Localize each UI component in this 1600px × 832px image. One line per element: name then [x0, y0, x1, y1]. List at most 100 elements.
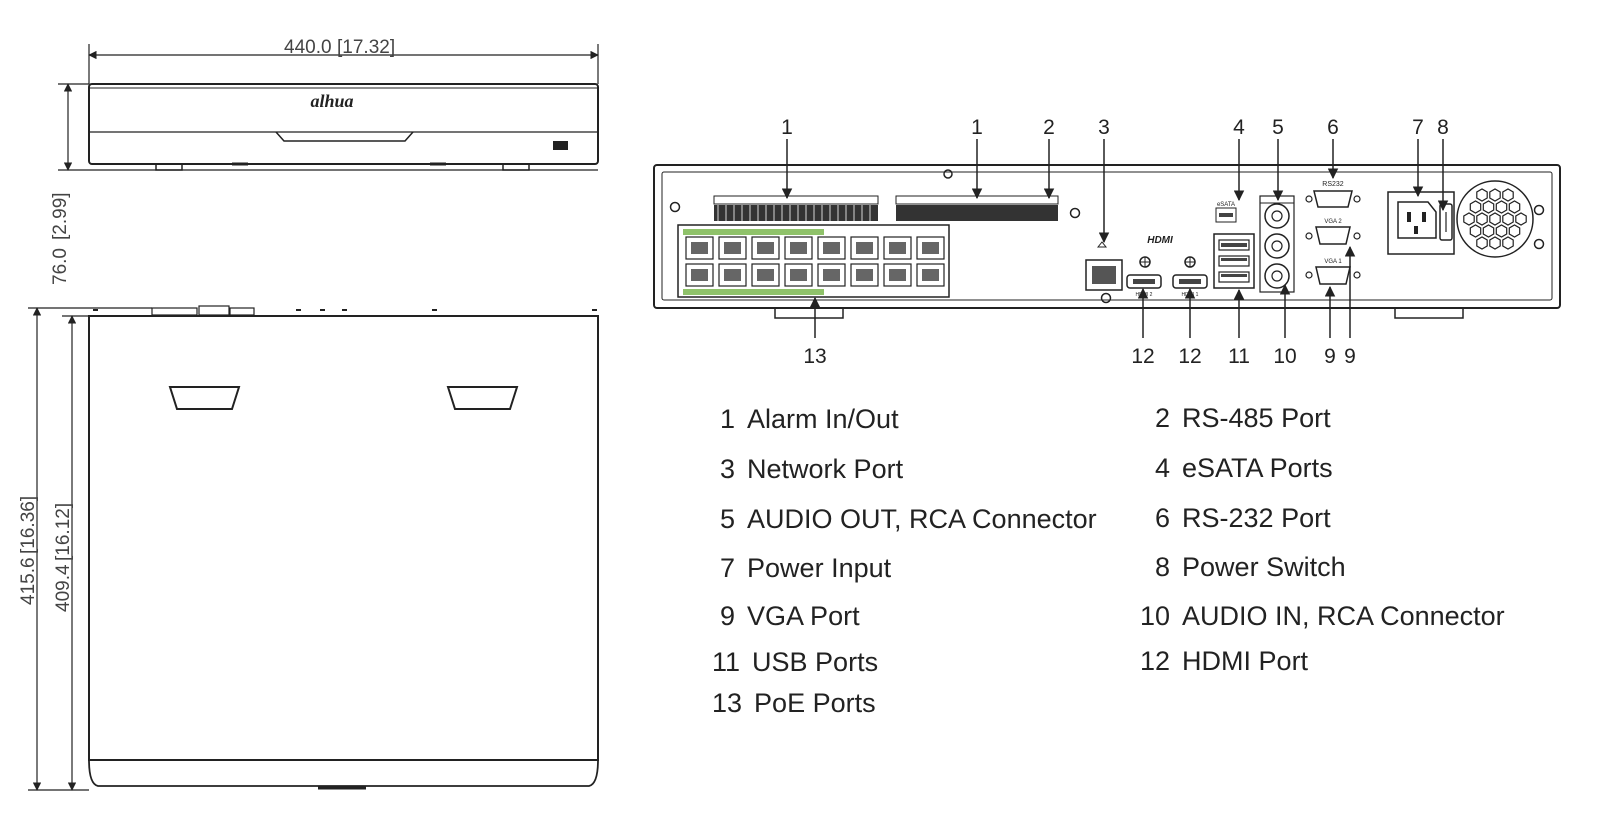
- callout-top-6: 6: [1327, 116, 1339, 139]
- legend-label: AUDIO OUT, RCA Connector: [747, 504, 1097, 534]
- callout-top-7: 7: [1412, 116, 1424, 139]
- fan-hex-cell: [1476, 188, 1488, 202]
- front-view: [58, 44, 599, 171]
- legend-num: 2: [1155, 403, 1171, 433]
- poe-port: [685, 236, 714, 260]
- callout-lines: [781, 139, 1449, 338]
- vga1-label: VGA 1: [1324, 259, 1342, 265]
- fan-hex-cell: [1489, 236, 1501, 250]
- callout-top-1b: 1: [971, 116, 983, 139]
- legend-label: RS-232 Port: [1182, 503, 1331, 533]
- legend-item-13: 13 PoE Ports: [712, 690, 876, 717]
- legend-num: 3: [720, 454, 736, 484]
- depth-outer-inch-label: [16.36]: [18, 496, 39, 554]
- legend-num: 4: [1155, 453, 1171, 483]
- callout-top-5: 5: [1272, 116, 1284, 139]
- poe-port-block: [677, 224, 950, 298]
- fan-hex-cell: [1502, 236, 1514, 250]
- callout-top-1a: 1: [781, 116, 793, 139]
- legend-num: 1: [720, 404, 736, 434]
- rear-chassis: [653, 164, 1561, 309]
- depth-outer-label: 415.6: [18, 557, 39, 605]
- vga2-label: VGA 2: [1324, 219, 1342, 225]
- callout-bottom-10: 10: [1273, 345, 1296, 368]
- front-chassis: [88, 83, 599, 165]
- legend-item-10: 10 AUDIO IN, RCA Connector: [1140, 603, 1505, 630]
- height-inch-label: [2.99]: [50, 192, 71, 240]
- fan-hex-cell: [1508, 224, 1521, 238]
- rs232-label: RS232: [1322, 181, 1344, 188]
- legend-item-8: 8 Power Switch: [1155, 554, 1346, 581]
- width-inch-label: [17.32]: [337, 37, 395, 58]
- callout-top-4: 4: [1233, 116, 1245, 139]
- legend-item-7: 7 Power Input: [720, 555, 891, 582]
- vga-port-2: [1305, 226, 1361, 245]
- fan-hex-cell: [1502, 212, 1514, 226]
- esata-label: eSATA: [1217, 202, 1235, 208]
- legend-label: Network Port: [747, 454, 904, 484]
- fan-hex-cell: [1515, 212, 1527, 226]
- legend-label: Power Switch: [1182, 552, 1346, 582]
- legend-label: AUDIO IN, RCA Connector: [1182, 601, 1505, 631]
- front-handle: [275, 131, 414, 142]
- hdmi-port-1: [1172, 256, 1208, 289]
- callout-top-2: 2: [1043, 116, 1055, 139]
- network-icon: [1096, 241, 1108, 248]
- legend-label: USB Ports: [752, 647, 879, 677]
- legend-num: 8: [1155, 552, 1171, 582]
- callout-bottom-9b: 9: [1344, 345, 1356, 368]
- fan-hex-cell: [1482, 200, 1495, 214]
- rear-panel: [653, 164, 1561, 319]
- legend-num: 11: [712, 647, 741, 677]
- legend-num: 13: [712, 688, 743, 718]
- fan-hex-cell: [1508, 200, 1521, 214]
- rs232-port: [1305, 190, 1361, 208]
- poe-port: [718, 236, 747, 260]
- poe-port: [751, 263, 780, 287]
- poe-port: [784, 263, 813, 287]
- callout-bottom-12a: 12: [1131, 345, 1154, 368]
- top-chassis: [88, 315, 599, 761]
- poe-port: [883, 236, 912, 260]
- fan-hex-cell: [1476, 236, 1488, 250]
- legend-num: 9: [720, 601, 736, 631]
- top-vent-right: [446, 386, 519, 410]
- fan-hex-cell: [1495, 200, 1508, 214]
- legend-item-6: 6 RS-232 Port: [1155, 505, 1331, 532]
- legend-label: RS-485 Port: [1182, 403, 1331, 433]
- poe-port: [817, 263, 846, 287]
- callout-bottom-9a: 9: [1324, 345, 1336, 368]
- callout-bottom-11: 11: [1228, 345, 1250, 368]
- fan-hex-cell: [1502, 188, 1514, 202]
- legend-num: 10: [1140, 601, 1171, 631]
- power-input: [1387, 191, 1455, 255]
- legend-num: 7: [720, 553, 736, 583]
- esata-usb-stack: [1213, 207, 1255, 289]
- legend-label: Alarm In/Out: [747, 404, 899, 434]
- audio-rca-connectors: [1259, 195, 1295, 293]
- legend-item-4: 4 eSATA Ports: [1155, 455, 1333, 482]
- legend-num: 6: [1155, 503, 1171, 533]
- legend-label: PoE Ports: [754, 688, 876, 718]
- front-logo: alhua: [310, 91, 353, 111]
- legend-label: HDMI Port: [1182, 646, 1309, 676]
- top-view: [28, 305, 599, 791]
- alarm-terminal-block-2: [895, 195, 1059, 221]
- callout-top-8: 8: [1437, 116, 1449, 139]
- poe-port: [751, 236, 780, 260]
- hdmi-logo: HDMI: [1147, 235, 1173, 246]
- fan-hex-cell: [1463, 212, 1475, 226]
- legend-label: Power Input: [747, 553, 892, 583]
- poe-port: [916, 236, 945, 260]
- legend-label: eSATA Ports: [1182, 453, 1333, 483]
- fan-hex-cell: [1489, 188, 1501, 202]
- fan-hex-cell: [1476, 212, 1488, 226]
- callout-bottom-12b: 12: [1178, 345, 1201, 368]
- poe-port: [718, 263, 747, 287]
- fan-hex-cell: [1469, 224, 1482, 238]
- poe-port: [685, 263, 714, 287]
- depth-inner-inch-label: [16.12]: [53, 503, 74, 561]
